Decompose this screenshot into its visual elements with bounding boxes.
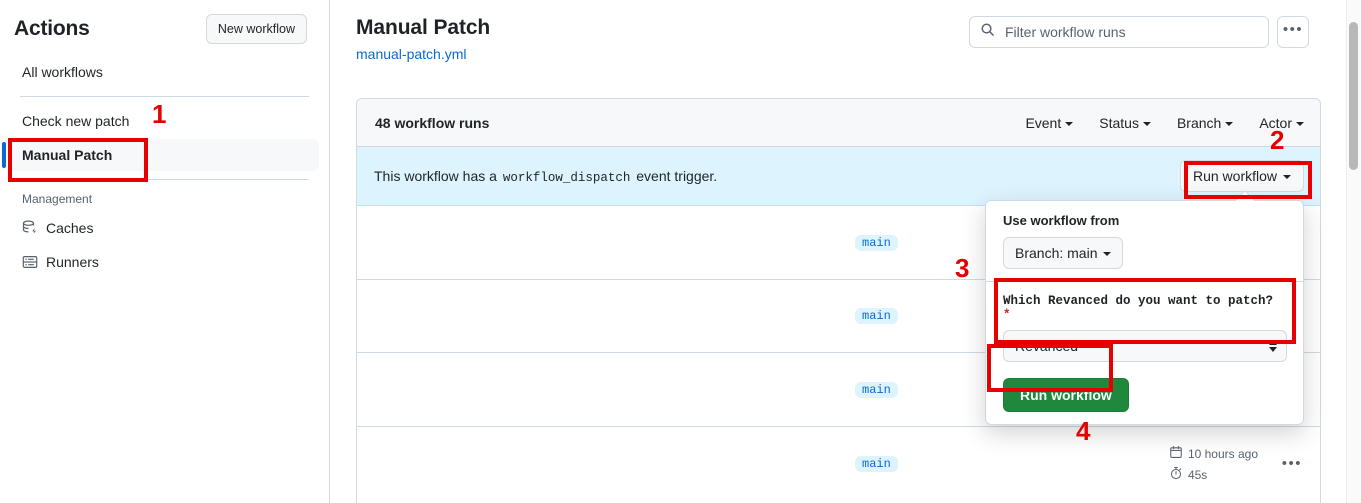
sidebar-item-check-new-patch[interactable]: Check new patch <box>10 105 319 137</box>
sidebar-item-label: Runners <box>46 254 99 270</box>
sidebar-item-runners[interactable]: Runners <box>10 246 319 278</box>
dispatch-banner-text: This workflow has a workflow_dispatch ev… <box>374 168 717 185</box>
filters-group: Event Status Branch Actor <box>1025 115 1304 131</box>
use-workflow-from-label: Use workflow from <box>1003 213 1120 228</box>
run-workflow-dropdown-button[interactable]: Run workflow <box>1179 160 1304 192</box>
filter-event[interactable]: Event <box>1025 114 1074 131</box>
search-input[interactable] <box>1003 23 1258 41</box>
filter-branch[interactable]: Branch <box>1176 114 1234 131</box>
main-header: Manual Patch manual-patch.yml ••• <box>331 0 1337 62</box>
table-row[interactable]: main 10 hours ago <box>357 427 1320 501</box>
filter-status[interactable]: Status <box>1099 115 1151 131</box>
more-options-button[interactable]: ••• <box>1277 16 1309 48</box>
field-label-text: Which Revanced do you want to patch? <box>1003 294 1274 308</box>
branch-select-label: Branch: main <box>1015 245 1098 261</box>
new-workflow-button[interactable]: New workflow <box>205 14 307 44</box>
chevron-down-icon <box>1142 121 1151 126</box>
workflow-file-link[interactable]: manual-patch.yml <box>356 46 467 62</box>
table-row[interactable]: main <box>357 280 1320 353</box>
duration-line: 45s <box>1169 466 1207 483</box>
run-meta: 10 hours ago 45s <box>1169 445 1258 483</box>
chevron-down-icon <box>1296 121 1304 126</box>
duration-text: 45s <box>1187 467 1208 482</box>
sidebar-divider <box>20 179 309 180</box>
filter-label: Actor <box>1259 114 1292 131</box>
chevron-down-icon <box>1103 252 1112 256</box>
filter-actor[interactable]: Actor <box>1259 115 1304 131</box>
branch-badge[interactable]: main <box>855 308 898 324</box>
sidebar-group-management: Management <box>22 192 93 206</box>
revanced-field-label: Which Revanced do you want to patch? * <box>1003 294 1287 322</box>
table-row[interactable]: main <box>357 206 1320 280</box>
filter-label: Branch <box>1176 114 1222 131</box>
sidebar-item-all-workflows[interactable]: All workflows <box>10 56 319 88</box>
timestamp-text: 10 hours ago <box>1187 446 1258 461</box>
sidebar-item-label: Caches <box>46 220 94 236</box>
branch-badge[interactable]: main <box>855 381 898 398</box>
required-asterisk: * <box>1003 308 1011 322</box>
annotation-number-4: 4 <box>1076 416 1091 446</box>
dispatch-event-code: workflow_dispatch <box>502 170 631 185</box>
vertical-scrollbar-thumb[interactable] <box>1349 22 1358 170</box>
branch-select-button[interactable]: Branch: main <box>1003 237 1124 269</box>
chevron-down-icon <box>1283 175 1291 179</box>
stopwatch-icon <box>1169 466 1183 483</box>
panel-submit-section: Run workflow <box>986 374 1303 424</box>
search-icon <box>980 22 995 42</box>
annotation-number-3: 3 <box>955 253 970 283</box>
calendar-icon <box>1169 445 1183 462</box>
annotation-number-1: 1 <box>152 99 167 129</box>
workflow-dispatch-banner: This workflow has a workflow_dispatch ev… <box>357 147 1320 206</box>
filter-label: Event <box>1025 114 1062 131</box>
sidebar-item-label: All workflows <box>22 64 103 80</box>
timestamp-line: 10 hours ago <box>1169 445 1258 462</box>
sidebar-title: Actions <box>14 17 90 40</box>
submit-run-workflow-button[interactable]: Run workflow <box>1003 378 1129 412</box>
sidebar-item-caches[interactable]: Caches <box>10 212 319 244</box>
run-workflow-panel: Use workflow from Branch: main Which Rev… <box>985 190 1304 425</box>
search-box[interactable] <box>969 16 1269 48</box>
filter-label: Status <box>1099 114 1139 131</box>
sidebar-divider <box>20 96 309 97</box>
header-actions: ••• <box>969 16 1309 48</box>
sidebar-item-manual-patch[interactable]: Manual Patch <box>2 139 319 171</box>
panel-branch-section: Use workflow from Branch: main <box>986 201 1303 281</box>
runs-toolbar: 48 workflow runs Event Status Branch <box>357 99 1320 147</box>
sidebar-item-label: Manual Patch <box>22 147 113 163</box>
sidebar-header: Actions New workflow <box>0 0 329 54</box>
branch-badge[interactable]: main <box>855 456 898 472</box>
sidebar-item-label: Check new patch <box>22 113 130 129</box>
revanced-select[interactable]: Revanced <box>1003 330 1287 362</box>
runs-count: 48 workflow runs <box>375 114 490 131</box>
row-more-options-button[interactable]: ••• <box>1281 455 1302 472</box>
panel-input-section: Which Revanced do you want to patch? * R… <box>986 281 1303 374</box>
branch-badge[interactable]: main <box>855 234 898 251</box>
chevron-down-icon <box>1065 121 1074 126</box>
dispatch-text-before: This workflow has a <box>374 167 497 184</box>
revanced-select-value: Revanced <box>1015 338 1079 354</box>
dispatch-text-after: event trigger. <box>636 167 718 184</box>
cache-icon <box>22 220 38 236</box>
chevron-down-icon <box>1225 121 1234 126</box>
select-updown-icon <box>1269 340 1277 352</box>
actions-sidebar: Actions New workflow All workflows Check… <box>0 0 330 503</box>
server-icon <box>22 254 38 270</box>
annotation-number-2: 2 <box>1270 125 1285 155</box>
page-title: Manual Patch <box>356 16 491 39</box>
run-workflow-button-label: Run workflow <box>1192 168 1277 184</box>
sidebar-nav: All workflows Check new patch Manual Pat… <box>0 56 329 278</box>
